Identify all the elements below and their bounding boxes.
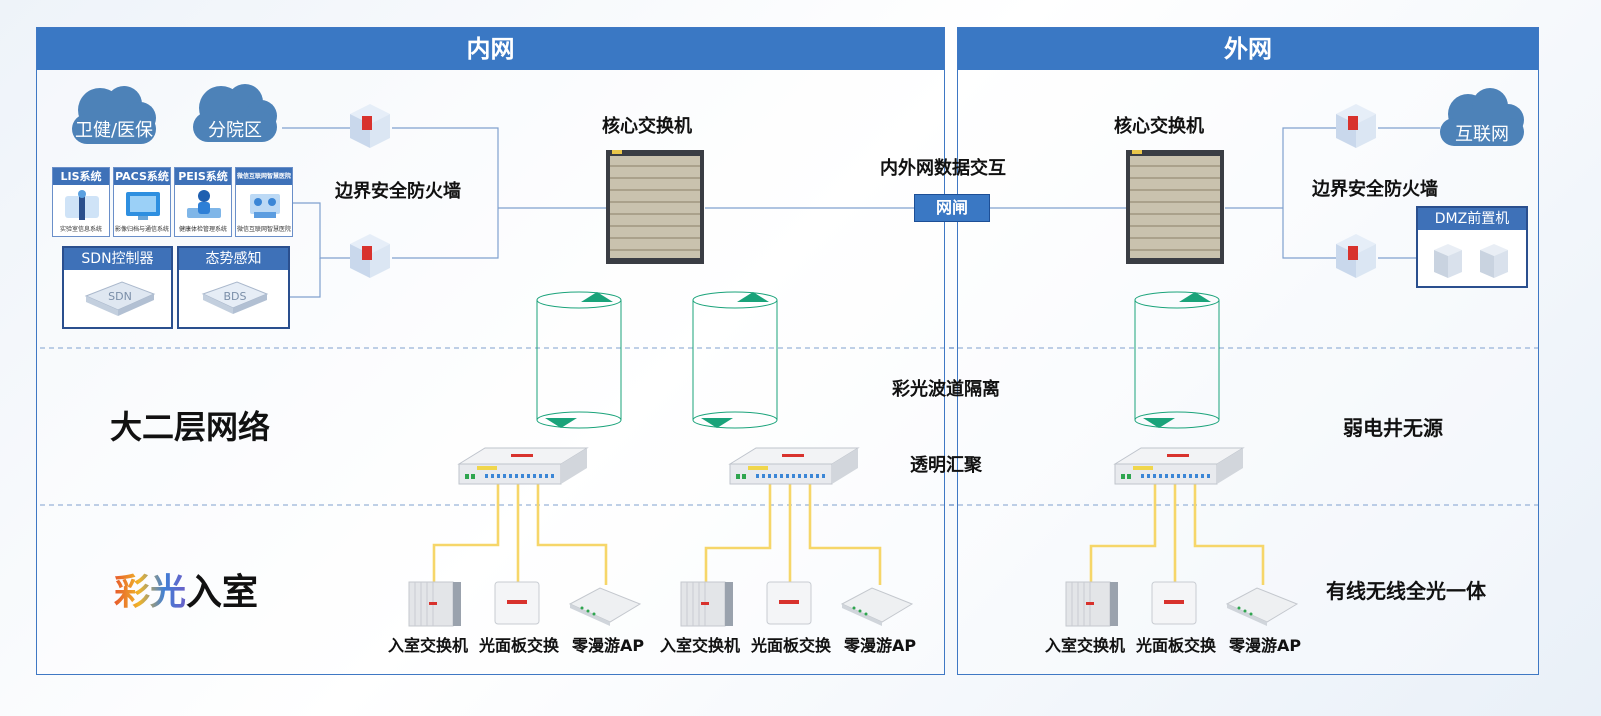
colorlight-part: 彩光 bbox=[114, 572, 187, 613]
fiber-channel-1 bbox=[536, 291, 622, 429]
cloud-icon bbox=[72, 86, 156, 144]
all-optical-label: 有线无线全光一体 bbox=[1326, 579, 1486, 603]
transparent-aggregation-label: 透明汇聚 bbox=[910, 455, 982, 476]
aggregation-switch-icon[interactable] bbox=[455, 442, 590, 488]
system-title: PEIS系统 bbox=[175, 168, 231, 185]
cloud-label: 分院区 bbox=[208, 120, 262, 141]
firewall-icon bbox=[350, 104, 390, 148]
firewall-icon bbox=[350, 234, 390, 278]
inner-core-switch-label: 核心交换机 bbox=[602, 116, 692, 137]
network-gate-button[interactable]: 网闸 bbox=[914, 194, 990, 222]
optical-panel-switch-icon[interactable] bbox=[493, 580, 543, 626]
system-caption: 影像归档与通信系统 bbox=[114, 226, 169, 233]
room-switch-label: 入室交换机 bbox=[388, 636, 469, 655]
passive-shaft-label: 弱电井无源 bbox=[1343, 416, 1443, 440]
core-switch-icon[interactable] bbox=[604, 146, 706, 266]
zero-roaming-ap-label: 零漫游AP bbox=[844, 636, 917, 655]
monitor-icon bbox=[126, 192, 160, 220]
outer-core-switch-label: 核心交换机 bbox=[1114, 116, 1204, 137]
system-title: LIS系统 bbox=[53, 168, 109, 185]
system-caption: 微信互联网智慧医院 bbox=[236, 226, 291, 233]
system-pacs[interactable]: PACS系统 影像归档与通信系统 bbox=[113, 167, 171, 237]
optical-panel-switch-label: 光面板交换 bbox=[479, 636, 560, 655]
system-caption: 健康体检管理系统 bbox=[178, 226, 227, 233]
system-title: 微信互联网智慧医院 bbox=[236, 168, 292, 185]
server-icon bbox=[1434, 244, 1508, 278]
sdn-controller-title: SDN控制器 bbox=[64, 248, 171, 270]
wave-isolation-label: 彩光波道隔离 bbox=[892, 379, 1000, 400]
sdn-controller-box[interactable]: SDN控制器 SDN bbox=[62, 246, 173, 329]
room-part: 入室 bbox=[186, 572, 259, 613]
room-switch-label: 入室交换机 bbox=[1045, 636, 1126, 655]
outer-firewall-label: 边界安全防火墙 bbox=[1312, 179, 1438, 200]
zero-roaming-ap-icon[interactable] bbox=[1223, 584, 1299, 626]
sdn-device-icon: SDN bbox=[84, 281, 156, 316]
optical-panel-switch-icon[interactable] bbox=[1150, 580, 1200, 626]
room-switch-icon[interactable] bbox=[405, 580, 463, 630]
room-switch-icon[interactable] bbox=[1062, 580, 1120, 630]
exchange-label: 内外网数据交互 bbox=[880, 158, 1006, 179]
optical-panel-switch-icon[interactable] bbox=[765, 580, 815, 626]
zero-roaming-ap-label: 零漫游AP bbox=[572, 636, 645, 655]
zero-roaming-ap-icon[interactable] bbox=[566, 584, 642, 626]
fiber-channel-2 bbox=[692, 291, 778, 429]
hospital-network-icon bbox=[250, 194, 280, 218]
firewall-icon bbox=[1336, 104, 1376, 148]
cloud-icon bbox=[1440, 88, 1524, 146]
aggregation-switch-icon[interactable] bbox=[1111, 442, 1246, 488]
room-switch-label: 入室交换机 bbox=[660, 636, 741, 655]
situation-awareness-title: 态势感知 bbox=[179, 248, 288, 270]
cloud-icon bbox=[193, 84, 277, 142]
bds-device-icon: BDS bbox=[201, 281, 269, 314]
bds-device-text: BDS bbox=[224, 290, 247, 303]
dmz-box[interactable]: DMZ前置机 bbox=[1416, 206, 1528, 288]
aggregation-switch-icon[interactable] bbox=[726, 442, 861, 488]
cloud-health-insurance: 卫健/医保 bbox=[62, 82, 166, 148]
cloud-internet: 互联网 bbox=[1432, 84, 1532, 150]
zero-roaming-ap-icon[interactable] bbox=[838, 584, 914, 626]
dmz-title: DMZ前置机 bbox=[1418, 208, 1526, 230]
core-switch-icon[interactable] bbox=[1124, 146, 1226, 266]
optical-panel-switch-label: 光面板交换 bbox=[751, 636, 832, 655]
person-icon bbox=[187, 190, 221, 218]
firewall-icon bbox=[1336, 234, 1376, 278]
cloud-branch-campus: 分院区 bbox=[185, 80, 285, 146]
outer-network-title: 外网 bbox=[958, 28, 1538, 70]
sdn-device-text: SDN bbox=[108, 290, 132, 303]
system-peis[interactable]: PEIS系统 健康体检管理系统 bbox=[174, 167, 232, 237]
system-lis[interactable]: LIS系统 实验室信息系统 bbox=[52, 167, 110, 237]
cloud-label: 互联网 bbox=[1455, 124, 1509, 145]
inner-network-title: 内网 bbox=[37, 28, 944, 70]
room-switch-icon[interactable] bbox=[677, 580, 735, 630]
inner-firewall-label: 边界安全防火墙 bbox=[335, 181, 461, 202]
system-caption: 实验室信息系统 bbox=[59, 226, 102, 233]
system-wechat-hospital[interactable]: 微信互联网智慧医院 微信互联网智慧医院 bbox=[235, 167, 293, 237]
fiber-channel-3 bbox=[1134, 291, 1220, 429]
zero-roaming-ap-label: 零漫游AP bbox=[1229, 636, 1302, 655]
situation-awareness-box[interactable]: 态势感知 BDS bbox=[177, 246, 290, 329]
inner-network-panel: 内网 bbox=[36, 27, 945, 675]
layer2-network-label: 大二层网络 bbox=[110, 408, 271, 446]
optical-panel-switch-label: 光面板交换 bbox=[1136, 636, 1217, 655]
cloud-label: 卫健/医保 bbox=[74, 120, 154, 141]
colorlight-room-title: 彩光入室 bbox=[114, 563, 258, 615]
system-title: PACS系统 bbox=[114, 168, 170, 185]
lab-icon bbox=[65, 190, 99, 220]
